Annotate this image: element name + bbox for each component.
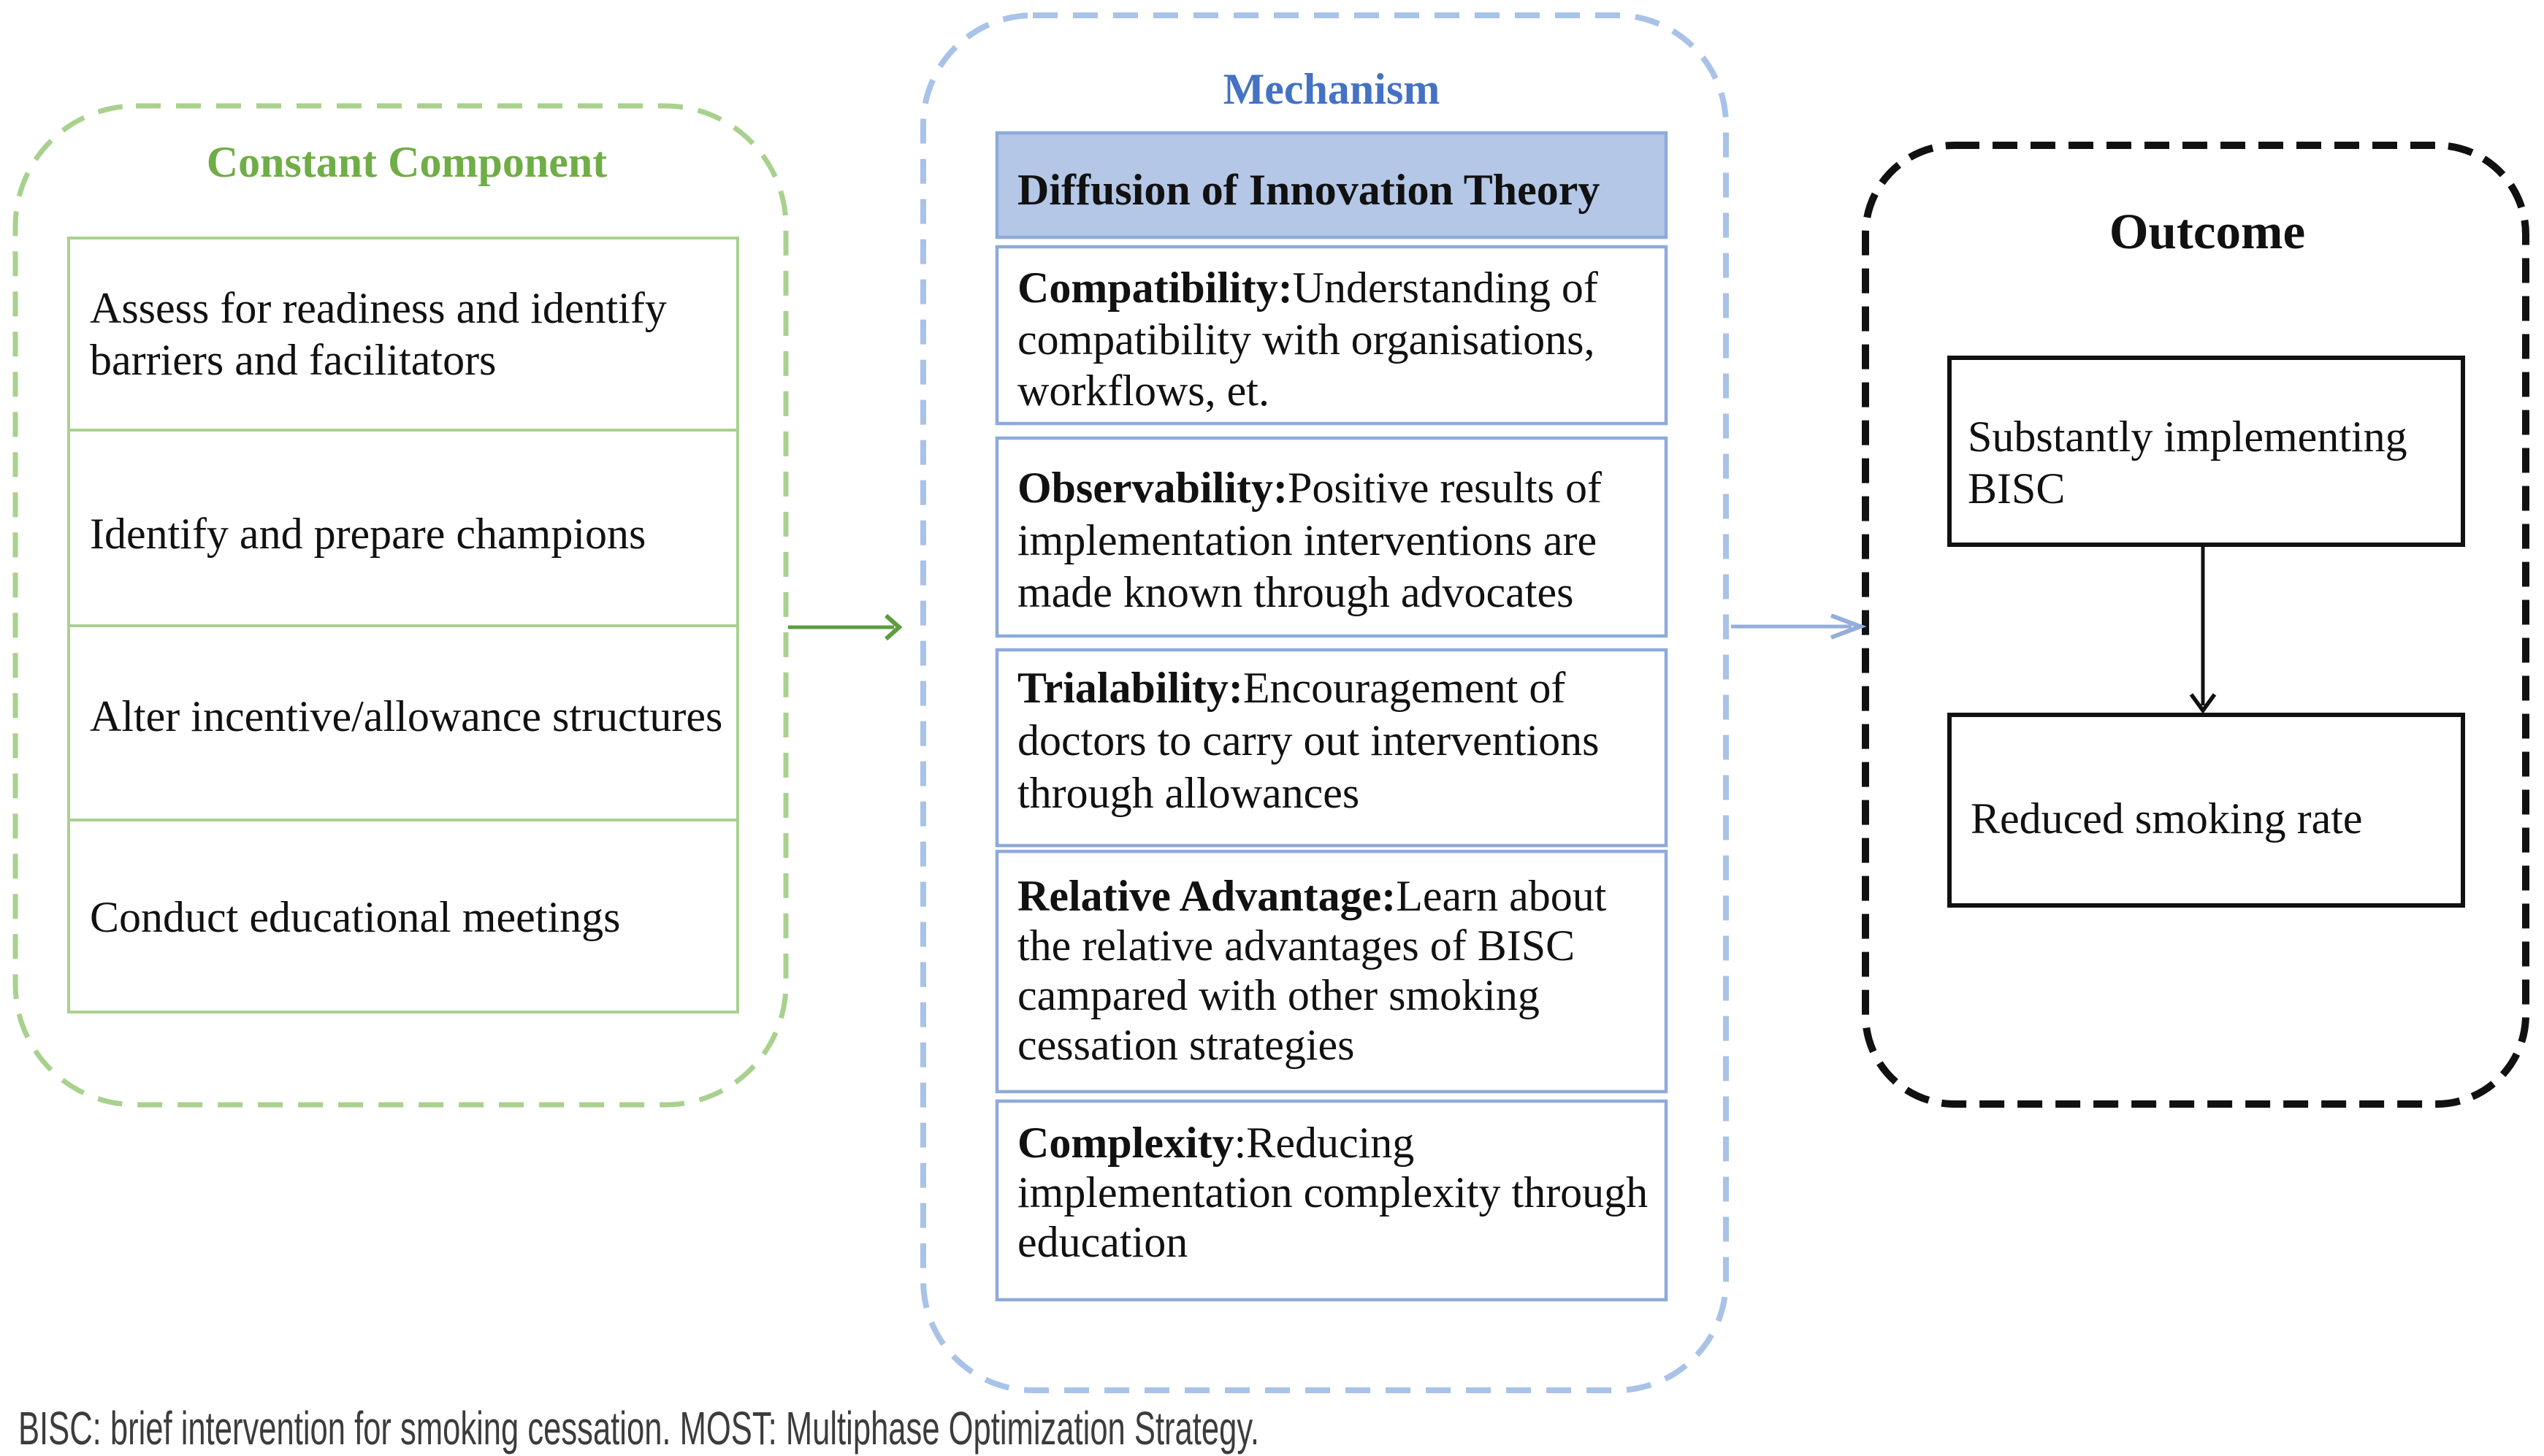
svg-text:the relative advantages of BIS: the relative advantages of BISC [1017,922,1575,970]
svg-text:barriers and facilitators: barriers and facilitators [90,336,496,384]
svg-text:Assess for readiness and ident: Assess for readiness and identify [90,284,667,332]
svg-text:doctors to carry out intervent: doctors to carry out interventions [1017,716,1599,765]
svg-text:Compatibility:Understanding of: Compatibility:Understanding of [1017,264,1598,312]
svg-text:implementation complexity thro: implementation complexity through [1017,1168,1648,1216]
svg-text:BISC: BISC [1968,464,2065,513]
svg-text:Substantly implementing: Substantly implementing [1968,413,2407,461]
svg-text:made known through advocates: made known through advocates [1017,568,1573,616]
svg-text:Constant Component: Constant Component [207,138,607,186]
svg-text:cessation strategies: cessation strategies [1017,1021,1355,1069]
svg-text:Relative Advantage:Learn about: Relative Advantage:Learn about [1017,872,1607,920]
svg-text:Observability:Positive results: Observability:Positive results of [1017,464,1602,512]
svg-text:BISC: brief intervention for s: BISC: brief intervention for smoking ces… [18,1402,1259,1455]
svg-text:Conduct educational meetings: Conduct educational meetings [90,893,620,941]
svg-text:workflows, et.: workflows, et. [1017,367,1269,415]
svg-text:implementation interventions a: implementation interventions are [1017,516,1597,564]
svg-text:compatibility with organisatio: compatibility with organisations, [1017,315,1595,364]
svg-text:Mechanism: Mechanism [1223,65,1440,113]
svg-text:Reduced smoking rate: Reduced smoking rate [1971,794,2363,843]
svg-text:Outcome: Outcome [2109,204,2305,259]
svg-text:Trialability:Encouragement of: Trialability:Encouragement of [1017,664,1565,712]
svg-text:Identify and prepare champions: Identify and prepare champions [90,510,646,558]
svg-text:through allowances: through allowances [1017,769,1359,817]
svg-text:campared with other smoking: campared with other smoking [1017,971,1540,1019]
svg-text:Complexity:Reducing: Complexity:Reducing [1017,1119,1414,1167]
svg-text:education: education [1017,1218,1188,1266]
svg-text:Alter incentive/allowance stru: Alter incentive/allowance structures [90,692,722,740]
svg-text:Diffusion of Innovation Theory: Diffusion of Innovation Theory [1017,166,1600,214]
